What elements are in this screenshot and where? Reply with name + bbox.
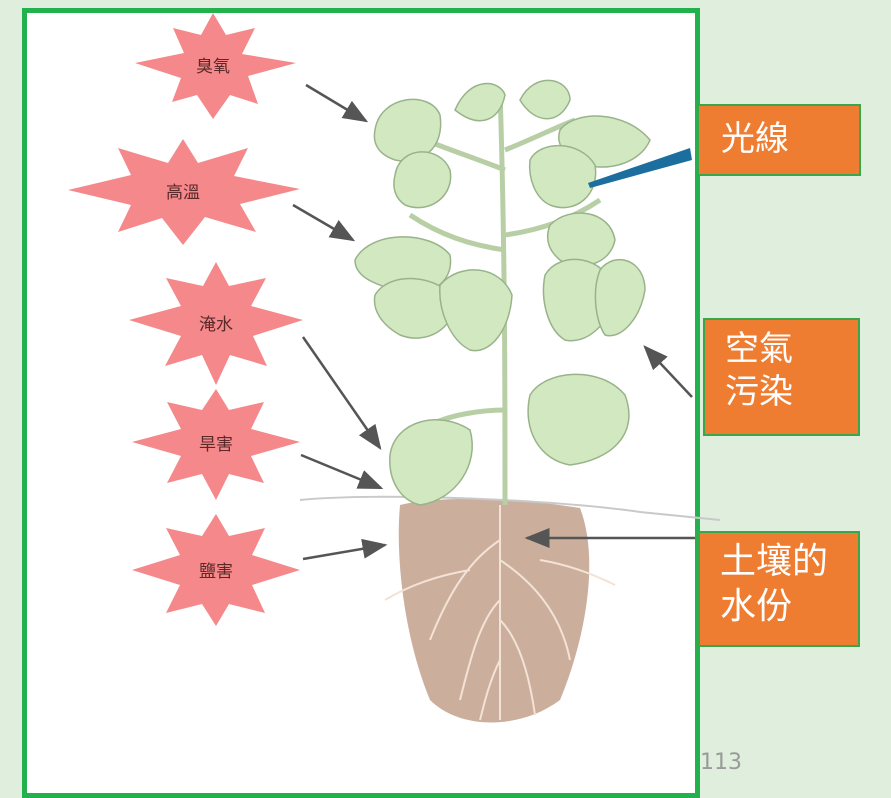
leaf: [354, 236, 452, 294]
stress-label-heat: 高溫: [166, 183, 200, 203]
plant-stress-diagram: 臭氧 高溫 淹水 旱害 鹽害: [68, 13, 721, 723]
arrow-salt: [302, 538, 388, 561]
leaf: [454, 82, 506, 122]
leaf: [519, 79, 571, 120]
stress-label-drought: 旱害: [199, 435, 233, 455]
stress-star-heat: 高溫: [68, 139, 300, 245]
callout-light-label: 光線: [721, 119, 789, 159]
stress-label-ozone: 臭氧: [196, 57, 230, 77]
arrow-drought: [300, 453, 384, 490]
page-number: 113: [700, 750, 742, 775]
callout-air-pollution-label: 空氣 污染: [725, 329, 793, 412]
leaf: [373, 98, 442, 162]
callout-air-pollution: 空氣 污染: [703, 318, 860, 436]
leaf: [393, 151, 452, 209]
ground-line: [299, 495, 721, 521]
roots: [384, 505, 616, 721]
leaf: [389, 419, 473, 506]
arrow-flood: [301, 336, 382, 451]
stress-star-salt: 鹽害: [132, 514, 300, 626]
stress-label-flood: 淹水: [199, 315, 233, 335]
stress-star-drought: 旱害: [132, 389, 300, 500]
leaf: [439, 269, 513, 352]
stress-star-flood: 淹水: [129, 262, 303, 385]
leaf: [528, 144, 597, 209]
stress-star-ozone: 臭氧: [135, 13, 296, 119]
soil-region: [398, 498, 590, 723]
leaf: [373, 277, 456, 339]
leaf: [527, 373, 630, 466]
arrow-ozone: [305, 83, 369, 123]
leaves: [354, 79, 651, 506]
leaf: [594, 259, 646, 337]
stress-label-salt: 鹽害: [199, 562, 233, 582]
leaf: [547, 212, 616, 267]
callout-soil-water-label: 土壤的 水份: [720, 541, 829, 627]
light-beam: [588, 148, 692, 188]
callout-light: 光線: [697, 104, 861, 176]
arrow-air: [643, 345, 693, 398]
callout-soil-water: 土壤的 水份: [698, 531, 860, 647]
arrow-heat: [292, 203, 356, 242]
